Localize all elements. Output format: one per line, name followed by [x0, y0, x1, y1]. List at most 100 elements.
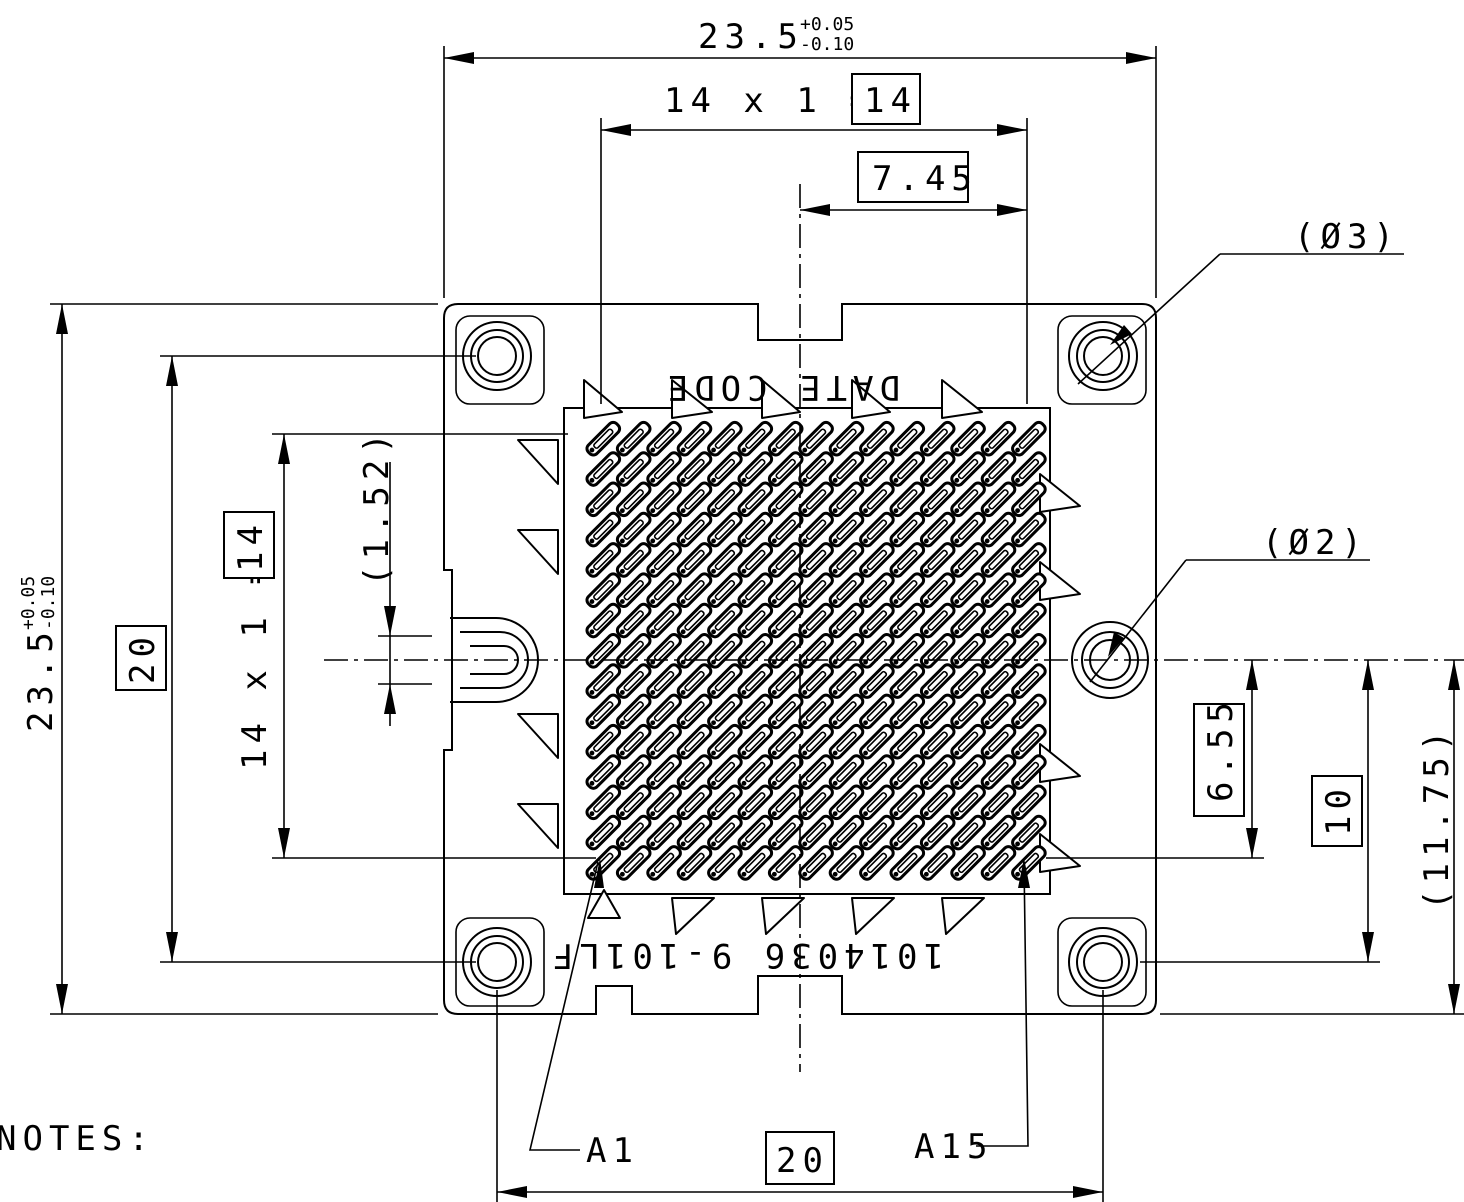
slot-offset-value: (1.52): [357, 427, 397, 586]
contact-pad: [585, 663, 622, 699]
contact-pad: [707, 632, 743, 669]
contact-pad: [707, 754, 743, 790]
contact-pad: [828, 663, 865, 699]
contact-pad: [737, 511, 774, 548]
contact-field-outline: [563, 407, 1051, 895]
contact-pad: [798, 754, 834, 790]
contact-pad: [585, 420, 622, 457]
contact-pad: [707, 663, 743, 699]
contact-pad: [980, 602, 1017, 639]
contact-pad: [828, 754, 865, 790]
overall-width-value: 23.5: [698, 17, 804, 57]
contact-pad: [950, 420, 986, 457]
contact-pad: [676, 451, 713, 487]
overall-height-tol-minus: -0.10: [38, 576, 59, 630]
contact-pad: [676, 814, 713, 851]
contact-pad: [767, 754, 804, 790]
contact-pad: [737, 845, 774, 881]
contact-pad: [707, 723, 743, 760]
contact-pad: [1011, 632, 1047, 669]
contact-pad: [950, 663, 986, 699]
contact-pad: [707, 451, 743, 487]
contact-pad: [859, 693, 895, 730]
contact-pad: [676, 693, 713, 730]
contact-pad: [676, 845, 713, 881]
contact-pad: [737, 602, 774, 639]
pitch-h-label: 14 x 1 =: [664, 81, 876, 121]
contact-pad: [889, 723, 926, 760]
contact-pad: [950, 481, 986, 518]
contact-pad: [889, 602, 926, 639]
contact-pad: [1011, 542, 1047, 578]
contact-pad: [676, 420, 713, 457]
latch-triangles: [517, 379, 1081, 935]
contact-pad: [980, 542, 1017, 578]
contact-pad: [919, 693, 956, 730]
right-a-value: 6.55: [1201, 696, 1241, 802]
contact-pad: [889, 754, 926, 790]
contact-pad: [889, 784, 926, 821]
contact-pad: [1011, 663, 1047, 699]
contact-pad: [615, 511, 652, 548]
contact-pad: [980, 420, 1017, 457]
contact-pad: [889, 632, 926, 669]
contact-pad: [707, 420, 743, 457]
latch-triangle: [671, 897, 715, 935]
contact-pad: [676, 572, 713, 609]
center-offset-value: 7.45: [872, 159, 978, 199]
contact-pad: [767, 814, 804, 851]
contact-pad: [737, 420, 774, 457]
contact-pad: [737, 451, 774, 487]
contact-pad: [585, 632, 622, 669]
mounting-hole-bottom-right: [1057, 917, 1147, 1007]
contact-pad: [828, 723, 865, 760]
contact-pad: [980, 572, 1017, 609]
contact-pad: [676, 632, 713, 669]
contact-pad: [859, 784, 895, 821]
contact-pad: [767, 451, 804, 487]
contact-pad: [707, 602, 743, 639]
latch-triangle: [671, 379, 713, 419]
contact-pad: [919, 723, 956, 760]
contact-pad: [828, 420, 865, 457]
contact-pad: [950, 723, 986, 760]
contact-pad: [1011, 814, 1047, 851]
overall-height-value: 23.5: [21, 626, 61, 732]
contact-pad: [676, 723, 713, 760]
contact-pad: [980, 663, 1017, 699]
contact-pad: [615, 542, 652, 578]
hole-spacing-v-value: 20: [123, 631, 163, 684]
latch-triangle: [517, 439, 559, 485]
contact-pad: [919, 602, 956, 639]
contact-pad: [767, 663, 804, 699]
latch-triangle: [761, 897, 805, 935]
contact-pad: [767, 481, 804, 518]
contact-pad: [767, 693, 804, 730]
callout-a1: A1: [528, 858, 633, 1171]
contact-pad: [859, 754, 895, 790]
contact-pad: [828, 602, 865, 639]
contact-pad: [676, 542, 713, 578]
right-c-value: (11.75): [1417, 725, 1457, 910]
contact-pad: [707, 511, 743, 548]
contact-pad: [1011, 784, 1047, 821]
contact-pad: [585, 784, 622, 821]
hole-spacing-h-value: 20: [776, 1141, 829, 1181]
callout-hole-small: (Ø2): [1089, 523, 1370, 683]
mounting-hole-top-left: [455, 315, 545, 405]
package-outline: [443, 303, 1157, 1015]
contact-pad: [646, 420, 682, 457]
date-code-marking: DATE CODE: [662, 367, 900, 407]
contact-pad: [828, 481, 865, 518]
contact-pad: [950, 814, 986, 851]
contact-pad: [889, 511, 926, 548]
contact-pad: [889, 451, 926, 487]
contact-pad: [737, 723, 774, 760]
contact-pad: [919, 542, 956, 578]
contact-pad: [798, 693, 834, 730]
contact-pad: [859, 814, 895, 851]
contact-pad: [889, 572, 926, 609]
contact-pad: [615, 632, 652, 669]
contact-pad: [980, 481, 1017, 518]
contact-pad: [737, 542, 774, 578]
